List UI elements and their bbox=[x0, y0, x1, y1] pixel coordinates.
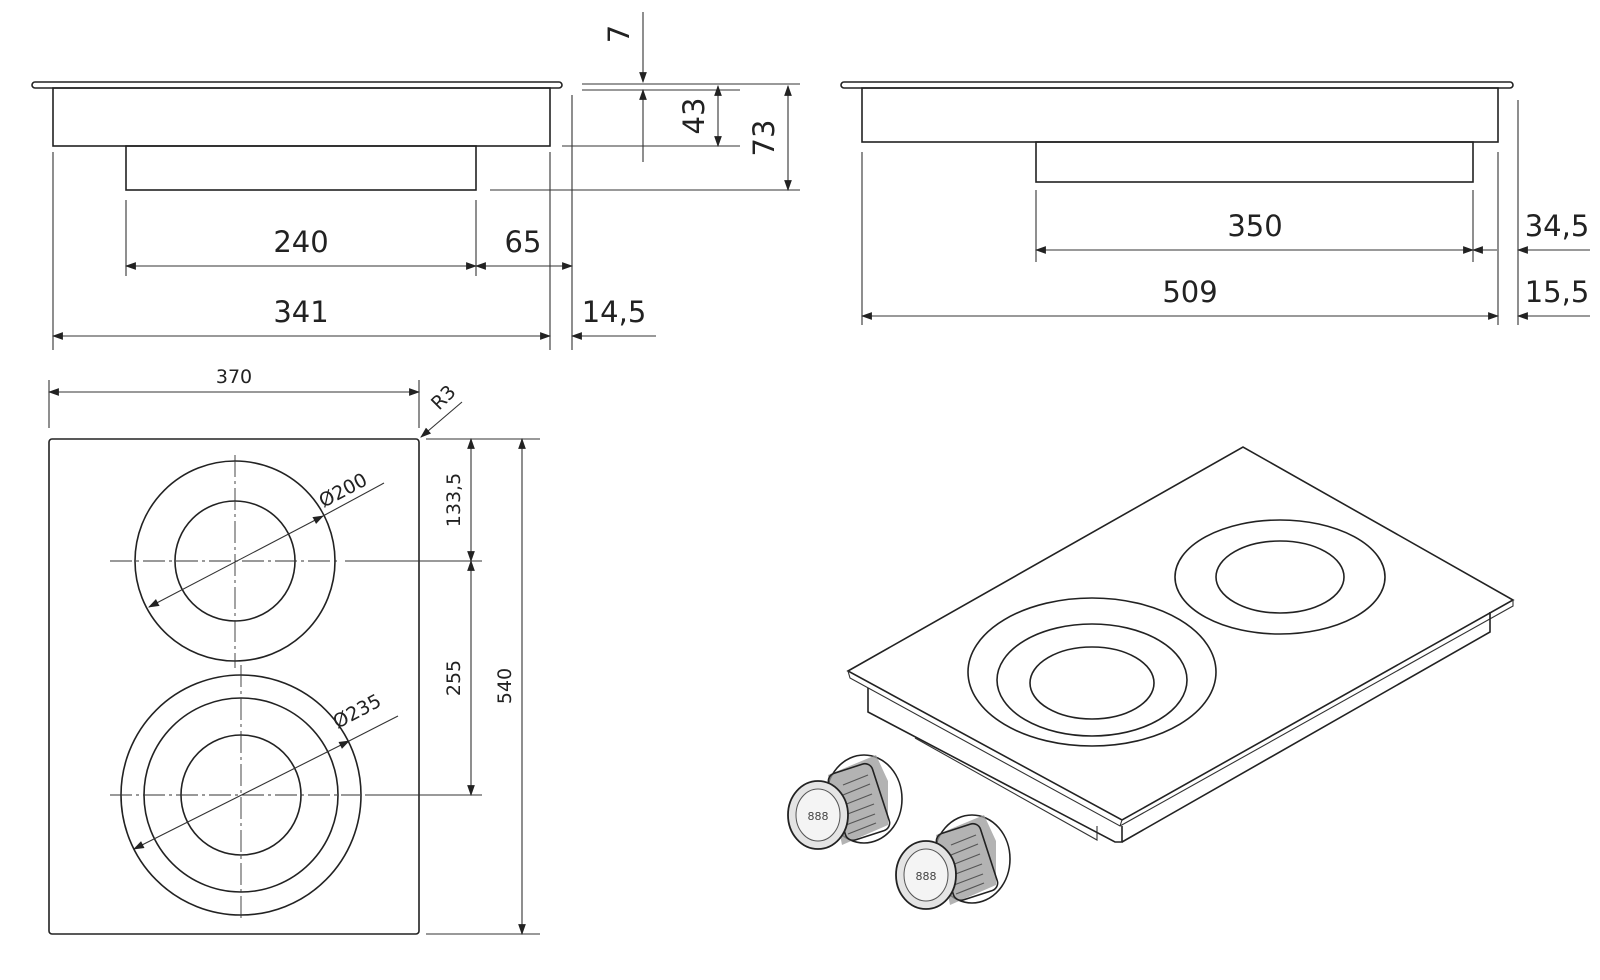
front-glass-top bbox=[31, 81, 563, 89]
dim-side-offset-label: 34,5 bbox=[1525, 209, 1590, 243]
iso-large-zone-outer bbox=[967, 597, 1217, 747]
dim-plan-width-label: 370 bbox=[216, 366, 252, 388]
dim-body-depth-label: 43 bbox=[677, 98, 711, 135]
small-cooking-zone: Ø200 bbox=[110, 455, 385, 668]
plan-view: 370 R3 Ø200 Ø235 bbox=[47, 366, 540, 936]
large-cooking-zone: Ø235 bbox=[110, 665, 399, 918]
iso-small-zone-inner bbox=[1215, 540, 1345, 614]
iso-glass-top bbox=[846, 446, 1515, 821]
dim-front-bottom-width-label: 240 bbox=[273, 225, 328, 259]
side-housing-body bbox=[861, 87, 1499, 143]
dim-large-zone-diameter-line bbox=[133, 740, 350, 850]
front-housing-body bbox=[52, 87, 551, 147]
knob-1-display: 888 bbox=[808, 810, 829, 823]
dim-small-zone-diameter-label: Ø200 bbox=[315, 469, 371, 512]
dim-front-body-width-label: 341 bbox=[273, 295, 328, 329]
plan-outline bbox=[48, 438, 420, 935]
dim-side-body-width-label: 509 bbox=[1162, 275, 1217, 309]
control-knob-2: 888 bbox=[895, 814, 1011, 910]
iso-glass-edge bbox=[847, 670, 1123, 827]
dim-zone-top-offset-label: 133,5 bbox=[443, 473, 465, 527]
iso-large-zone-middle bbox=[996, 623, 1188, 737]
front-elevation-view: 7 43 73 240 65 341 14,5 bbox=[31, 12, 800, 350]
dim-small-zone-diameter-line bbox=[148, 515, 324, 608]
isometric-view: 888 888 bbox=[787, 446, 1515, 910]
dim-front-edge-label: 14,5 bbox=[582, 295, 647, 329]
side-housing-bottom bbox=[1035, 141, 1474, 183]
side-glass-top bbox=[840, 81, 1514, 89]
knob-2-display: 888 bbox=[916, 870, 937, 883]
dim-plan-height-label: 540 bbox=[494, 668, 516, 704]
iso-large-zone-inner bbox=[1029, 646, 1155, 720]
iso-small-zone-outer bbox=[1174, 519, 1386, 635]
side-elevation-view: 350 34,5 509 15,5 bbox=[840, 81, 1590, 325]
front-housing-bottom bbox=[125, 145, 477, 191]
dim-zone-spacing-label: 255 bbox=[443, 660, 465, 696]
dim-side-bottom-width-label: 350 bbox=[1227, 209, 1282, 243]
dim-total-depth-label: 73 bbox=[747, 120, 781, 157]
dim-top-thickness-label: 7 bbox=[602, 25, 636, 43]
dim-front-offset-label: 65 bbox=[505, 225, 542, 259]
iso-housing bbox=[867, 688, 1123, 843]
dim-side-edge-label: 15,5 bbox=[1525, 275, 1590, 309]
control-knob-1: 888 bbox=[787, 754, 903, 850]
corner-radius-label: R3 bbox=[427, 381, 460, 414]
corner-radius-leader bbox=[420, 401, 463, 438]
